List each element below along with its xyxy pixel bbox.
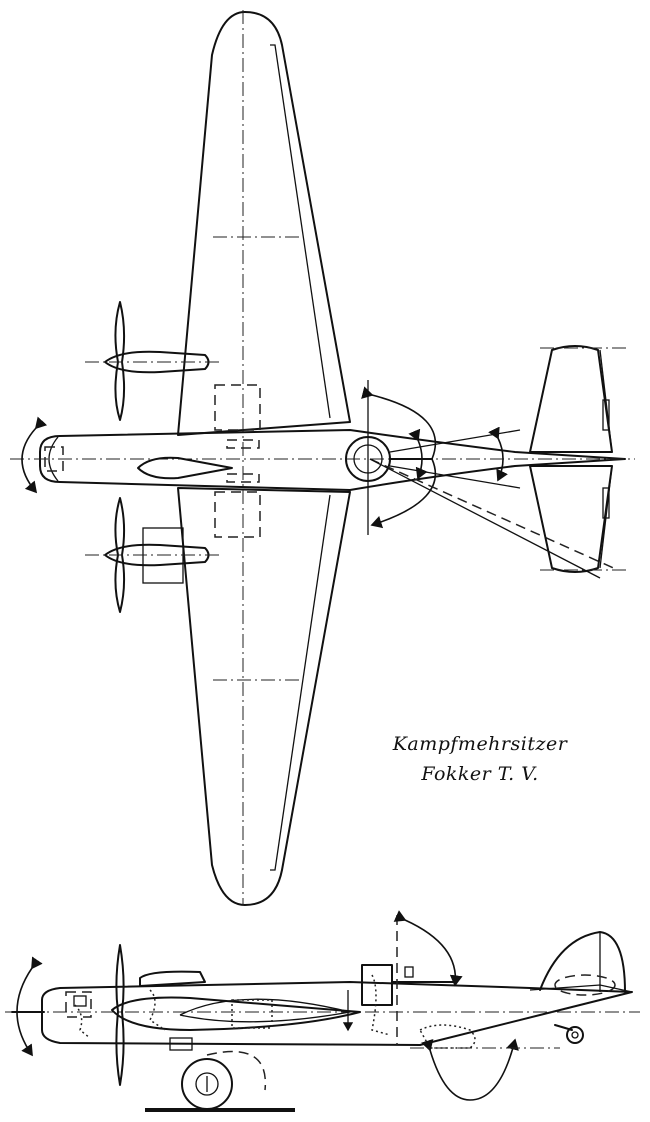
upper-aileron-line (270, 44, 331, 419)
tail-fin (539, 931, 626, 993)
fuel-tank (214, 384, 261, 431)
side-propeller (115, 944, 125, 1086)
drawing-caption-type: Kampfmehrsitzer (392, 733, 568, 755)
plan-view (10, 10, 635, 906)
lower-tailplane (529, 465, 613, 573)
pilot-canopy (139, 970, 206, 987)
fuel-tank (214, 491, 261, 538)
tail-wheel (566, 1026, 584, 1044)
side-view (5, 910, 640, 1112)
upper-tailplane (529, 345, 613, 453)
nose-gun-arc (21, 416, 48, 494)
upper-propeller (114, 301, 126, 421)
dorsal-turret-side (361, 964, 393, 1006)
cockpit-canopy (137, 456, 233, 480)
turret-firing-arc (361, 386, 437, 529)
lower-aileron-line (270, 494, 331, 871)
lower-propeller (114, 497, 126, 613)
upper-wing (177, 11, 351, 436)
fuselage-plan (39, 429, 626, 491)
lower-wing (177, 487, 351, 906)
side-engine-nacelle (111, 996, 361, 1031)
fuselage-side (41, 981, 633, 1046)
drawing-caption-model: Fokker T. V. (421, 763, 539, 785)
